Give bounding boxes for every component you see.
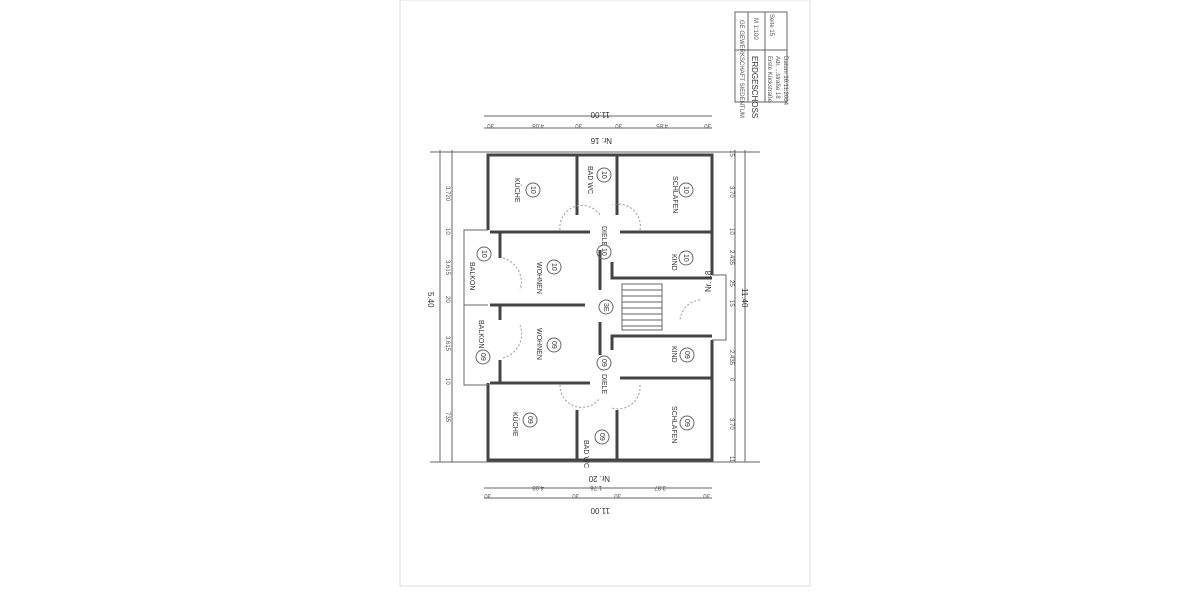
- right-dimensions: 15 3.70 10 2.435 25 15 2.435 0 3.70 11: [728, 150, 734, 463]
- room-kind-09: KIND 09: [670, 346, 695, 363]
- svg-text:4.08: 4.08: [532, 484, 544, 490]
- company-name: GE GEWERKSCHAFT SIEDENTUM: [738, 20, 744, 118]
- room-wohnen-09: WOHNEN 09: [535, 328, 562, 360]
- svg-text:BALKON: BALKON: [477, 320, 484, 348]
- svg-text:10: 10: [682, 186, 689, 194]
- svg-text:30: 30: [575, 122, 582, 128]
- svg-text:KIND: KIND: [670, 346, 677, 363]
- svg-text:10: 10: [444, 228, 450, 235]
- svg-text:30: 30: [487, 122, 494, 128]
- bottom-dimensions: 30 4.08 30 1.76 30 3.87 30: [484, 484, 710, 498]
- svg-text:3.70: 3.70: [728, 186, 734, 198]
- svg-text:2.435: 2.435: [728, 250, 734, 266]
- svg-text:BALKON: BALKON: [468, 262, 475, 290]
- stairs: [621, 283, 663, 331]
- width-dimension-bottom: 11.00: [590, 506, 610, 515]
- svg-text:09: 09: [526, 416, 533, 424]
- svg-text:BAD WC: BAD WC: [586, 166, 593, 194]
- width-dimension-top: 11.00: [590, 110, 610, 119]
- top-dimensions: 30 4.08 30 30 4.85 30: [487, 122, 711, 128]
- svg-text:20: 20: [444, 296, 450, 303]
- svg-text:09: 09: [683, 419, 690, 427]
- title-line1: Erste Kückstraße: [766, 56, 772, 103]
- depth-dimension-left: 5.40: [426, 292, 435, 308]
- svg-text:KÜCHE: KÜCHE: [513, 178, 521, 203]
- svg-text:KÜCHE: KÜCHE: [511, 412, 519, 437]
- svg-text:30: 30: [614, 492, 621, 498]
- svg-text:10: 10: [480, 250, 487, 258]
- svg-text:10: 10: [529, 186, 536, 194]
- svg-text:WOHNEN: WOHNEN: [535, 328, 542, 360]
- page-label: Seite 15: [768, 14, 774, 37]
- apartment-label-top: Nr. 16: [590, 136, 612, 145]
- scale-label: M 1:100: [752, 18, 758, 40]
- title-line2: Adr. ...straße 18: [774, 56, 780, 99]
- room-kueche-10: KÜCHE 10: [513, 178, 541, 203]
- svg-text:30: 30: [572, 492, 579, 498]
- room-3e: 3E: [598, 299, 614, 315]
- svg-text:4.85: 4.85: [656, 122, 668, 128]
- svg-text:11: 11: [728, 456, 734, 463]
- room-wohnen-10: WOHNEN 10: [535, 259, 562, 294]
- svg-text:09: 09: [598, 433, 605, 441]
- svg-text:KIND: KIND: [670, 254, 677, 271]
- svg-text:3.70: 3.70: [728, 418, 734, 430]
- room-bad-10: BAD WC 10: [586, 166, 612, 194]
- date-label: Datum 16.11.2004: [782, 56, 788, 106]
- svg-text:3.615: 3.615: [444, 336, 450, 352]
- room-schlafen-09: SCHLAFEN 09: [670, 406, 695, 443]
- title-block: GE GEWERKSCHAFT SIEDENTUM M 1:100 ERDGES…: [734, 11, 788, 118]
- floor-label: ERDGESCHOSS: [750, 56, 759, 118]
- svg-text:15: 15: [728, 150, 734, 157]
- svg-text:09: 09: [550, 341, 557, 349]
- room-kind-10: KIND 10: [670, 250, 694, 271]
- dimension-lines: [430, 115, 760, 499]
- svg-text:09: 09: [683, 351, 690, 359]
- svg-text:30: 30: [615, 122, 622, 128]
- svg-text:09: 09: [479, 353, 486, 361]
- svg-text:30: 30: [703, 492, 710, 498]
- svg-text:2.435: 2.435: [728, 350, 734, 366]
- svg-text:3.87: 3.87: [654, 484, 666, 490]
- svg-text:10: 10: [550, 263, 557, 271]
- svg-text:WOHNEN: WOHNEN: [535, 262, 542, 294]
- svg-text:3E: 3E: [602, 303, 609, 312]
- walls: [463, 153, 727, 462]
- svg-text:SCHLAFEN: SCHLAFEN: [671, 176, 678, 213]
- svg-text:30: 30: [484, 492, 491, 498]
- svg-text:3.615: 3.615: [444, 260, 450, 276]
- room-kueche-09: KÜCHE 09: [511, 412, 538, 437]
- svg-text:09: 09: [600, 359, 607, 367]
- svg-text:10: 10: [600, 248, 607, 256]
- room-balkon-09: BALKON 09: [475, 320, 491, 365]
- svg-text:10: 10: [682, 254, 689, 262]
- apartment-label-stair: Nr. 18: [704, 270, 713, 292]
- left-dimensions: 3.720 10 3.615 20 3.615 10 735: [444, 186, 450, 423]
- apartment-label-bottom: Nr. 20: [588, 474, 610, 483]
- svg-text:1.76: 1.76: [590, 484, 602, 490]
- room-balkon-10: BALKON 10: [468, 246, 492, 290]
- svg-text:25: 25: [728, 280, 734, 287]
- svg-text:15: 15: [728, 300, 734, 307]
- door-swings: [502, 203, 701, 410]
- svg-text:30: 30: [704, 122, 711, 128]
- svg-text:10: 10: [600, 171, 607, 179]
- svg-text:10: 10: [728, 228, 734, 235]
- svg-text:SCHLAFEN: SCHLAFEN: [670, 406, 677, 443]
- svg-text:0: 0: [728, 378, 734, 382]
- svg-text:BAD WC: BAD WC: [582, 440, 589, 468]
- svg-text:735: 735: [444, 412, 450, 423]
- svg-text:DIELE: DIELE: [600, 226, 607, 247]
- svg-text:3.720: 3.720: [444, 186, 450, 202]
- room-bad-09: BAD WC 09: [582, 429, 610, 468]
- svg-text:4.08: 4.08: [532, 122, 544, 128]
- svg-text:10: 10: [444, 378, 450, 385]
- depth-dimension-right: 11.40: [740, 288, 749, 308]
- room-schlafen-10: SCHLAFEN 10: [671, 176, 694, 213]
- svg-text:DIELE: DIELE: [600, 374, 607, 395]
